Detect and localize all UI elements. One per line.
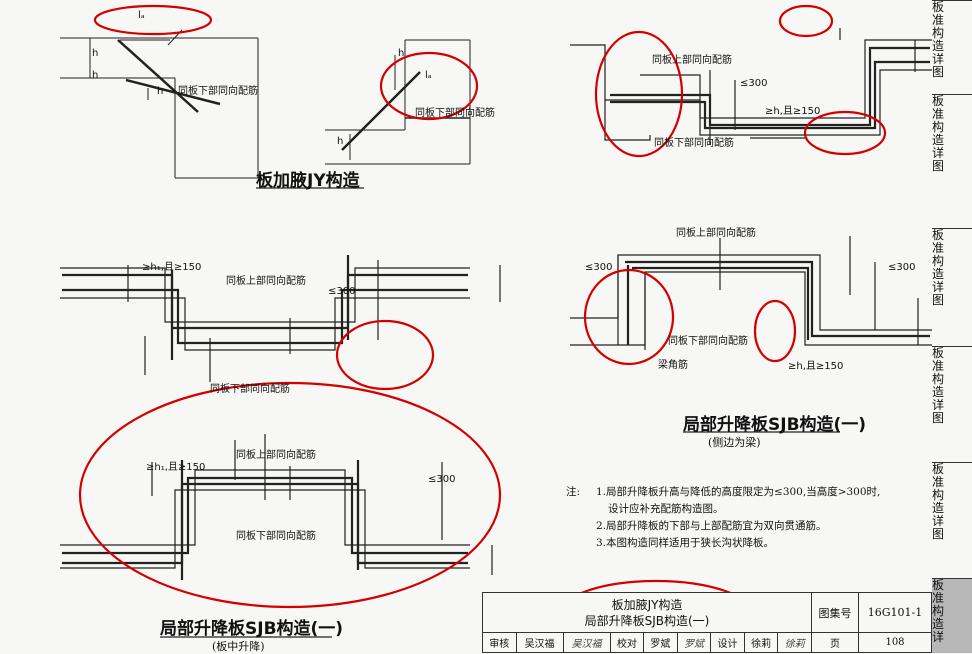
reviewer-signature: 吴汉福 (562, 632, 611, 653)
label-h-2: h (92, 70, 99, 81)
note-2: 2.局部升降板的下部与上部配筋宜为双向贯通筋。 (596, 520, 827, 532)
note-3: 3.本图构造同样适用于狭长沟状降板。 (596, 537, 775, 549)
label-corner-rebar: 梁角筋 (658, 360, 688, 371)
title-sjb-right: 局部升降板SJB构造(一) (683, 415, 867, 435)
label-h-4: h (398, 48, 405, 59)
label-top-rebar-bot: 同板上部同向配筋 (236, 450, 316, 461)
title-block-line1: 板加腋JY构造 (611, 597, 683, 612)
designer-name: 徐莉 (743, 632, 779, 653)
label-h-5: h (337, 136, 344, 147)
designer-signature: 徐莉 (777, 632, 812, 653)
label-bottom-rebar-2: 同板下部同向配筋 (415, 108, 495, 119)
check-label: 校对 (609, 632, 645, 653)
label-le300-mid: ≤300 (328, 286, 356, 297)
sidebar-tab-3[interactable]: 板准构造详图 (932, 228, 972, 307)
label-h-1: h (92, 48, 99, 59)
notes-block: 注: 1.局部升降板升高与降低的高度限定为≤300,当高度>300时, 设计应补… (566, 484, 932, 552)
label-bottom-rebar-bot: 同板下部同向配筋 (236, 531, 316, 542)
label-top-rebar-rm: 同板上部同向配筋 (676, 228, 756, 239)
page-label: 页 (811, 632, 859, 653)
label-h-3: h (157, 86, 164, 97)
subtitle-sjb-right: (侧边为梁) (708, 436, 761, 449)
label-top-rebar-rt: 同板上部同向配筋 (652, 55, 732, 66)
sidebar-tab-6-active[interactable]: 板准构造详 (932, 578, 972, 653)
subtitle-sjb-left: (板中升降) (212, 640, 265, 653)
title-sjb-left: 局部升降板SJB构造(一) (160, 619, 344, 639)
label-top-rebar-mid: 同板上部同向配筋 (226, 276, 306, 287)
step-detail-mid (60, 255, 501, 382)
label-h150-rm: ≥h,且≥150 (788, 361, 844, 372)
label-ls-mid: lₐ (425, 70, 432, 81)
label-bottom-rebar-mid: 同板下部同向配筋 (210, 384, 290, 395)
label-h150-mid: ≥h₁,且≥150 (142, 262, 202, 273)
label-le300-bot: ≤300 (428, 474, 456, 485)
title-block-line2: 局部升降板SJB构造(一) (584, 613, 710, 628)
notes-prefix: 注: (566, 486, 581, 498)
label-le300-rt: ≤300 (740, 78, 768, 89)
step-detail-right-top (570, 28, 932, 145)
atlas-label: 图集号 (811, 592, 859, 633)
reviewer-name: 吴汉福 (515, 632, 564, 653)
sidebar-tab-2[interactable]: 板准构造详图 (932, 94, 972, 173)
design-label: 设计 (710, 632, 745, 653)
title-haunch: 板加腋JY构造 (256, 171, 360, 191)
label-bottom-rebar-rm: 同板下部同向配筋 (668, 336, 748, 347)
sidebar-tab-5[interactable]: 板准构造详图 (932, 462, 972, 541)
label-le300-rm-left: ≤300 (585, 262, 613, 273)
sidebar-tab-4[interactable]: 板准构造详图 (932, 346, 972, 425)
note-1: 1.局部升降板升高与降低的高度限定为≤300,当高度>300时, (596, 486, 881, 498)
sidebar-tab-1[interactable]: 板准构造详图 (932, 0, 972, 79)
step-detail-bottom (60, 434, 493, 580)
label-bottom-rebar-1: 同板下部同向配筋 (178, 86, 258, 97)
review-label: 审核 (482, 632, 517, 653)
checker-name: 罗斌 (643, 632, 678, 653)
checker-signature: 罗斌 (676, 632, 712, 653)
haunch-detail-left (60, 29, 259, 179)
atlas-number: 16G101-1 (858, 592, 932, 633)
page-number: 108 (858, 632, 932, 653)
label-bottom-rebar-rt: 同板下部同向配筋 (654, 138, 734, 149)
step-detail-right-mid (570, 236, 932, 350)
label-h150-bot: ≥h₁,且≥150 (146, 462, 206, 473)
label-le300-rm-right: ≤300 (888, 262, 916, 273)
title-block: 板加腋JY构造 局部升降板SJB构造(一) 图集号 16G101-1 审核 吴汉… (482, 592, 932, 653)
note-1-cont: 设计应补充配筋构造图。 (608, 503, 724, 515)
label-h150-rt: ≥h,且≥150 (765, 106, 821, 117)
label-ls-top: lₐ (138, 10, 145, 21)
